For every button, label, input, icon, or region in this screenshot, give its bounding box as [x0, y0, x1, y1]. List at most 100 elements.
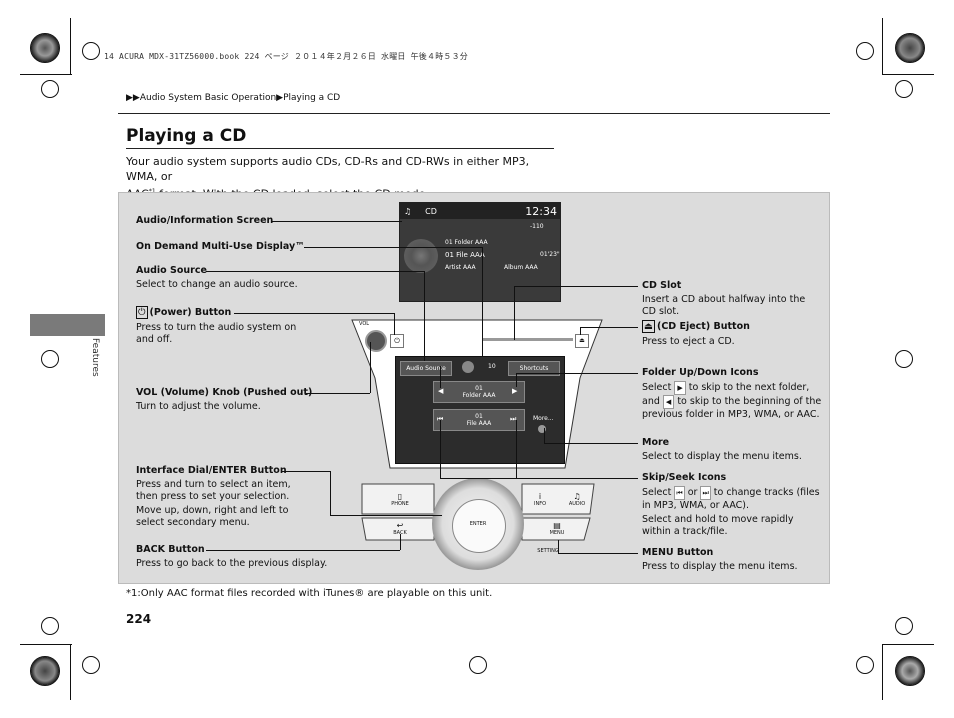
- leader-line: [424, 271, 425, 361]
- folder-desc-d: to skip to the beginning of the previous…: [642, 396, 822, 420]
- leader-line: [514, 286, 638, 287]
- leader-line: [400, 534, 401, 550]
- crosshair-mark: [41, 617, 59, 635]
- back-button[interactable]: ↩ BACK: [372, 521, 428, 536]
- callout-desc: Select to display the menu items.: [642, 451, 802, 462]
- callout-desc: Select and hold to move rapidly within a…: [642, 514, 794, 537]
- audio-note-icon: ♫: [573, 492, 581, 501]
- screen-clock: 12:34: [525, 204, 557, 218]
- disc-graphic: [404, 239, 438, 273]
- phone-button[interactable]: ▯ PHONE: [372, 492, 428, 507]
- leader-line: [282, 471, 330, 472]
- callout-cd-slot: CD Slot Insert a CD about halfway into t…: [642, 280, 822, 318]
- leader-line: [516, 373, 638, 374]
- callout-desc: Insert a CD about halfway into the CD sl…: [642, 294, 806, 317]
- print-line: 14 ACURA MDX-31TZ56000.book 224 ページ ２０１４…: [104, 52, 469, 61]
- trim-line: [882, 74, 934, 75]
- leader-line: [330, 515, 442, 516]
- side-label: Features: [90, 338, 100, 377]
- audio-info-screen: ♫ CD 12:34 -110 01 Folder AAA 01 File AA…: [399, 202, 561, 302]
- music-note-icon: ♫: [404, 206, 412, 216]
- folder-desc-a: Select: [642, 382, 672, 393]
- leader-line: [558, 540, 559, 553]
- leader-line: [516, 373, 517, 387]
- phone-label: PHONE: [391, 501, 409, 507]
- skip-back-icon[interactable]: ⏮: [437, 415, 444, 423]
- leader-line: [370, 342, 371, 393]
- disc-icon: [462, 361, 474, 373]
- power-button[interactable]: ⏻: [390, 334, 404, 348]
- crosshair-mark: [856, 656, 874, 674]
- callout-title: BACK Button: [136, 544, 205, 555]
- leader-line: [580, 327, 638, 328]
- callout-desc: Select ▶ to skip to the next folder, and…: [642, 381, 822, 421]
- screen-album: Album AAA: [504, 264, 538, 271]
- folder-name: Folder AAA: [462, 392, 496, 399]
- callout-skip: Skip/Seek Icons Select ⏮ or ⏭ to change …: [642, 472, 822, 538]
- audio-source-button[interactable]: Audio Source: [400, 361, 452, 376]
- folder-up-down-control[interactable]: 01 Folder AAA: [433, 381, 525, 403]
- info-button[interactable]: i INFO: [528, 492, 552, 507]
- callout-folder: Folder Up/Down Icons Select ▶ to skip to…: [642, 367, 822, 421]
- vol-knob[interactable]: [365, 330, 387, 352]
- callout-title: Audio/Information Screen: [136, 215, 274, 226]
- skip-seek-control[interactable]: 01 File AAA: [433, 409, 525, 431]
- leader-line: [206, 271, 424, 272]
- power-title-text: (Power) Button: [149, 307, 232, 318]
- crosshair-mark: [41, 80, 59, 98]
- registration-mark: [895, 33, 925, 63]
- folder-up-icon[interactable]: ▶: [512, 387, 518, 395]
- folder-desc-c: and: [642, 396, 660, 407]
- power-icon: ⏻: [136, 306, 148, 319]
- skip-desc-a: Select: [642, 487, 672, 498]
- callout-power: ⏻(Power) Button Press to turn the audio …: [136, 306, 308, 346]
- crosshair-mark: [82, 656, 100, 674]
- breadcrumb[interactable]: ▶▶Audio System Basic Operation▶Playing a…: [126, 93, 341, 103]
- back-label: BACK: [393, 530, 407, 536]
- callout-title: VOL (Volume) Knob (Pushed out): [136, 387, 313, 398]
- leader-line: [304, 247, 482, 248]
- callout-title: Skip/Seek Icons: [642, 472, 727, 483]
- folder-desc-b: to skip to the next folder,: [688, 382, 810, 393]
- leader-line: [330, 471, 331, 515]
- menu-icon: ▤: [553, 521, 561, 530]
- callout-desc: Press to eject a CD.: [642, 336, 735, 347]
- setting-button[interactable]: SETTING: [537, 548, 559, 554]
- trim-line: [882, 644, 934, 645]
- audio-button[interactable]: ♫ AUDIO: [562, 492, 592, 507]
- intro-line-1: Your audio system supports audio CDs, CD…: [126, 155, 530, 183]
- callout-audio-info-screen: Audio/Information Screen: [136, 215, 273, 227]
- callout-title: MENU Button: [642, 547, 714, 558]
- skip-forward-icon[interactable]: ⏭: [510, 415, 517, 423]
- footnote-ref: *1: [149, 188, 156, 195]
- enter-button[interactable]: [452, 499, 506, 553]
- folder-down-icon[interactable]: ◀: [438, 387, 444, 395]
- file-number: 01: [475, 413, 483, 420]
- file-name: File AAA: [466, 420, 492, 427]
- callout-desc: Press to go back to the previous display…: [136, 558, 328, 569]
- title-rule: [126, 148, 554, 149]
- callout-title: Interface Dial/ENTER Button: [136, 465, 287, 476]
- on-demand-display: Audio Source 10 Shortcuts 01 Folder AAA …: [395, 356, 565, 464]
- registration-mark: [30, 33, 60, 63]
- callout-more: More Select to display the menu items.: [642, 437, 822, 463]
- callout-desc: Press to turn the audio system on and of…: [136, 322, 297, 345]
- more-icon[interactable]: [538, 425, 546, 433]
- menu-button[interactable]: ▤ MENU: [540, 521, 574, 536]
- leader-line: [394, 313, 395, 335]
- page-title: Playing a CD: [126, 126, 247, 146]
- more-button[interactable]: More...: [533, 415, 554, 422]
- skip-desc-c: to change tracks (files in MP3, WMA, or …: [642, 487, 820, 511]
- eject-button[interactable]: ⏏: [575, 334, 589, 348]
- crosshair-mark: [82, 42, 100, 60]
- crosshair-mark: [856, 42, 874, 60]
- callout-dial: Interface Dial/ENTER Button Press and tu…: [136, 465, 310, 529]
- callout-desc: Select ⏮ or ⏭ to change tracks (files in…: [642, 486, 822, 512]
- callout-title: CD Slot: [642, 280, 682, 291]
- crosshair-mark: [895, 350, 913, 368]
- leader-line: [440, 366, 441, 388]
- leader-line: [544, 443, 638, 444]
- screen-folder: 01 Folder AAA: [445, 239, 488, 246]
- shortcuts-button[interactable]: Shortcuts: [508, 361, 560, 376]
- audio-label: AUDIO: [568, 501, 586, 507]
